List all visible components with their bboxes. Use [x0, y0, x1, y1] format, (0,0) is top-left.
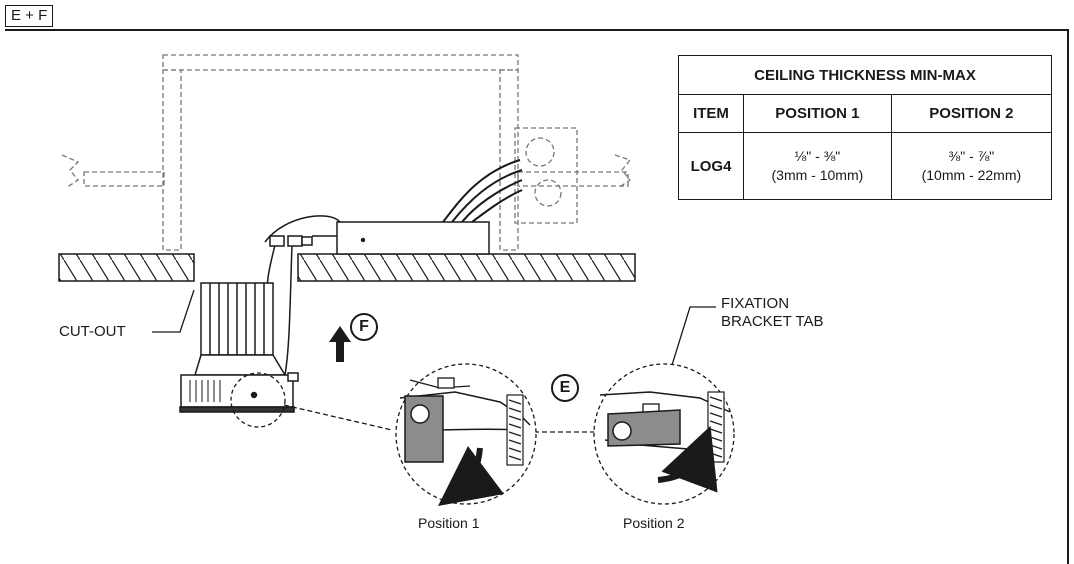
ceiling-joists: [61, 54, 632, 251]
table-title: CEILING THICKNESS MIN-MAX: [678, 55, 1052, 95]
detail-marker: [230, 372, 286, 428]
leader-line-position-1: [283, 404, 393, 431]
up-arrow: [329, 326, 351, 362]
position-2-detail: [593, 363, 735, 505]
row-position-1-value: ⅛" - ⅜" (3mm - 10mm): [743, 132, 892, 200]
cut-out-label: CUT-OUT: [59, 323, 126, 340]
position-1-detail: [395, 363, 537, 507]
bracket-tab-position-1: [404, 395, 444, 463]
rotate-arrow-down: [438, 445, 505, 507]
callout-f: F: [350, 313, 378, 341]
fixation-bracket-tab-label: FIXATION BRACKET TAB: [721, 295, 824, 331]
row-item: LOG4: [678, 132, 744, 200]
position-1-inches: ⅛" - ⅜": [794, 148, 841, 164]
rotate-arrow-up: [657, 425, 718, 493]
ceiling-board-right: [297, 253, 636, 282]
fixation-label-line-1: FIXATION: [721, 295, 790, 312]
table-row: LOG4 ⅛" - ⅜" (3mm - 10mm) ⅜" - ⅞" (10mm …: [678, 132, 1053, 200]
position-2-inches: ⅜" - ⅞": [948, 148, 995, 164]
column-header-position-1: POSITION 1: [743, 94, 892, 133]
supply-cables: [442, 159, 523, 223]
column-header-position-2: POSITION 2: [890, 94, 1053, 133]
position-2-mm: (10mm - 22mm): [921, 167, 1022, 183]
position-1-mm: (3mm - 10mm): [771, 167, 864, 183]
cut-out-leader: [152, 289, 195, 333]
row-position-2-value: ⅜" - ⅞" (10mm - 22mm): [890, 132, 1053, 200]
connector-wiring: [264, 215, 341, 376]
figure-tag: E + F: [5, 5, 54, 27]
fixation-label-line-2: BRACKET TAB: [721, 313, 824, 330]
downlight-fixture: [179, 282, 299, 413]
ceiling-board-left: [58, 253, 195, 282]
column-header-item: ITEM: [678, 94, 744, 133]
ceiling-thickness-table: CEILING THICKNESS MIN-MAX ITEM POSITION …: [678, 55, 1053, 200]
position-1-label: Position 1: [418, 515, 480, 531]
figure-frame: [5, 29, 1069, 564]
position-2-label: Position 2: [623, 515, 685, 531]
callout-e: E: [551, 374, 579, 402]
driver-box: [336, 221, 490, 255]
